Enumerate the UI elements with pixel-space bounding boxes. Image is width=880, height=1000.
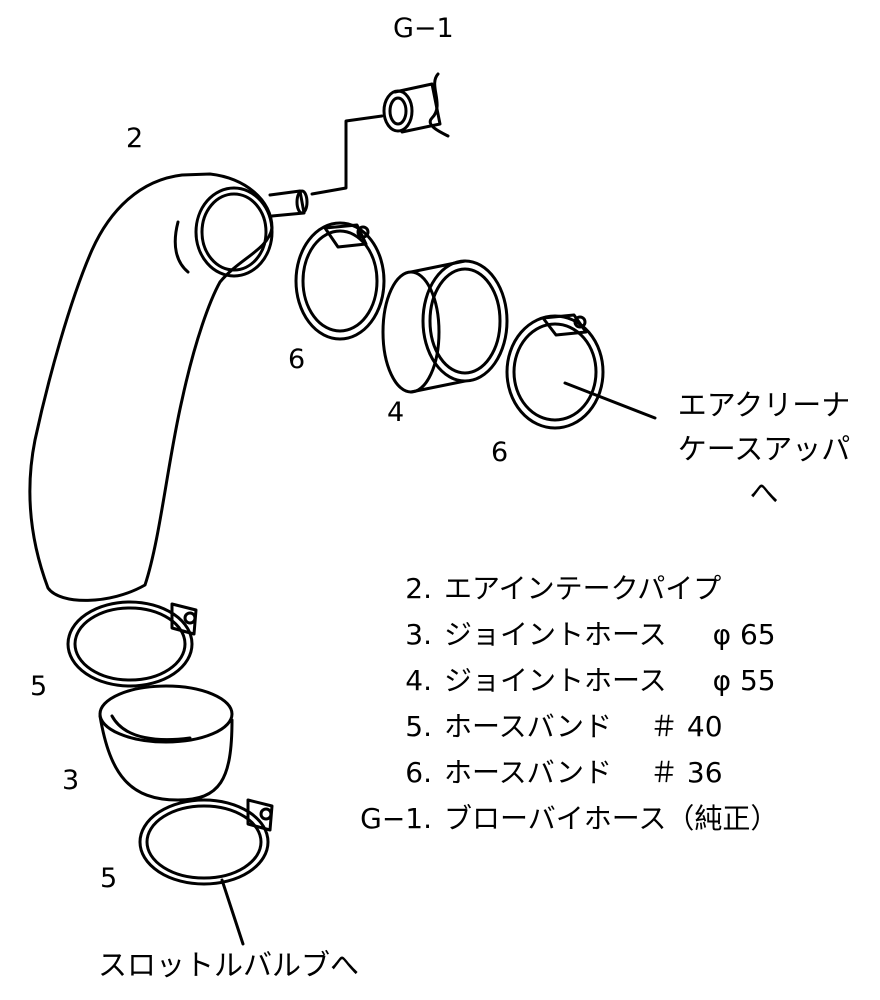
parts-legend: 2. エアインテークパイプ 3. ジョイントホース φ 65 4. ジョイントホース φ …	[340, 566, 840, 842]
legend-part-name: ホースバンド	[444, 710, 613, 743]
legend-number: 2.	[405, 572, 432, 605]
legend-part-name: ジョイントホース	[444, 618, 667, 651]
callout-g1: G−1	[393, 13, 454, 44]
legend-number: 4.	[405, 664, 432, 697]
legend-spec: φ 55	[712, 664, 776, 697]
legend-part-name: エアインテークパイプ	[444, 572, 722, 605]
blowby-hose-drawing	[310, 72, 450, 196]
callout-6-lower: 6	[491, 437, 509, 468]
joint-hose-4-drawing	[381, 259, 509, 394]
hose-band-5b-drawing	[138, 798, 274, 886]
hose-band-6a-drawing	[294, 221, 386, 341]
joint-hose-3-drawing	[98, 684, 234, 802]
callout-5-lower: 5	[100, 863, 118, 894]
legend-row: G−1. ブローバイホース（純正）	[340, 796, 840, 842]
legend-row: 2. エアインテークパイプ	[340, 566, 840, 612]
legend-spec: ＃ 36	[650, 756, 723, 789]
legend-row: 4. ジョイントホース φ 55	[340, 658, 840, 704]
legend-row: 6. ホースバンド ＃ 36	[340, 750, 840, 796]
air-intake-pipe-drawing	[28, 172, 309, 602]
legend-part-name: ジョイントホース	[444, 664, 667, 697]
legend-part-name: ホースバンド	[444, 756, 613, 789]
legend-number: 6.	[405, 756, 432, 789]
hose-band-5a-drawing	[66, 600, 198, 688]
callout-4: 4	[387, 397, 405, 428]
callout-2: 2	[126, 123, 144, 154]
legend-number: 3.	[405, 618, 432, 651]
legend-spec: φ 65	[712, 618, 776, 651]
legend-row: 3. ジョイントホース φ 65	[340, 612, 840, 658]
throttle-valve-note: スロットルバルブへ	[98, 948, 360, 982]
legend-part-name: ブローバイホース（純正）	[444, 802, 779, 835]
air-cleaner-note-line1: エアクリーナ	[677, 388, 851, 422]
air-cleaner-note-line2: ケースアッパ	[677, 432, 851, 466]
legend-row: 5. ホースバンド ＃ 40	[340, 704, 840, 750]
callout-6-upper: 6	[288, 344, 306, 375]
legend-number: G−1.	[360, 802, 432, 835]
callout-3: 3	[62, 765, 80, 796]
air-cleaner-note-line3: へ	[749, 476, 779, 510]
hose-band-6b-drawing	[505, 313, 605, 430]
callout-5-upper: 5	[30, 671, 48, 702]
legend-spec: ＃ 40	[650, 710, 723, 743]
legend-number: 5.	[405, 710, 432, 743]
